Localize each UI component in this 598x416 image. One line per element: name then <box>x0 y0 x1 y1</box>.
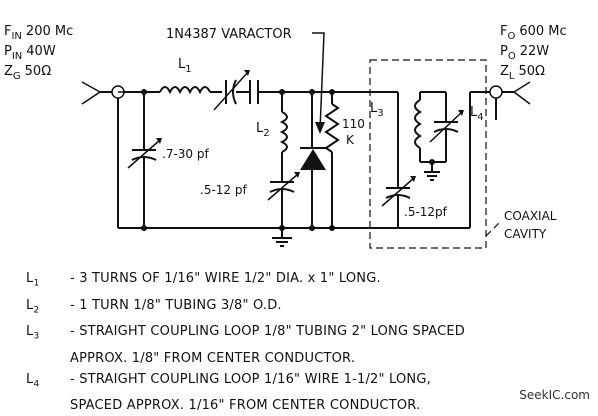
c-l3-label: .5-12pf <box>404 205 448 219</box>
resistor-value: 110 <box>342 117 365 131</box>
resistor-icon <box>324 92 340 228</box>
cavity-label-1: COAXIAL <box>504 209 557 223</box>
cavity-resonator-icon <box>414 91 464 181</box>
note-l1-text: - 3 TURNS OF 1/16" WIRE 1/2" DIA. x 1" L… <box>70 271 381 286</box>
fin-label: F <box>4 24 11 39</box>
note-l4: L4- STRAIGHT COUPLING LOOP 1/16" WIRE 1-… <box>26 369 586 416</box>
shunt-capacitor-input-icon <box>127 92 162 228</box>
svg-text:L3: L3 <box>370 101 384 119</box>
note-l1: L1- 3 TURNS OF 1/16" WIRE 1/2" DIA. x 1"… <box>26 271 381 289</box>
fo-label: F <box>500 24 507 39</box>
l4-label: L <box>470 105 478 120</box>
note-l3: L3- STRAIGHT COUPLING LOOP 1/8" TUBING 2… <box>26 321 586 369</box>
note-l3-cont: APPROX. 1/8" FROM CENTER CONDUCTOR. <box>70 350 356 366</box>
note-l2: L2- 1 TURN 1/8" TUBING 3/8" O.D. <box>26 297 282 316</box>
c-in-label: .7-30 pf <box>162 147 209 161</box>
varactor-leader <box>312 32 325 131</box>
svg-text:L1: L1 <box>178 57 192 75</box>
po-value: 22W <box>520 44 550 59</box>
component-notes: L1- 3 TURNS OF 1/16" WIRE 1/2" DIA. x 1"… <box>26 268 586 416</box>
pin-label: P <box>4 44 12 59</box>
note-l4-text: - STRAIGHT COUPLING LOOP 1/16" WIRE 1-1/… <box>70 371 431 387</box>
note-l3-text: - STRAIGHT COUPLING LOOP 1/8" TUBING 2" … <box>70 324 465 340</box>
output-connector-icon <box>489 81 531 120</box>
l3-label: L <box>370 101 378 116</box>
zg-value: 50Ω <box>25 64 52 79</box>
fo-value: 600 Mc <box>519 24 566 39</box>
c-l2-label: .5-12 pf <box>200 183 247 197</box>
fin-value: 200 Mc <box>26 24 73 39</box>
svg-text:L2: L2 <box>256 121 270 139</box>
fixed-capacitor-icon <box>249 80 259 104</box>
shunt-capacitor-l2-icon <box>267 172 300 228</box>
series-variable-capacitor-icon <box>213 70 250 111</box>
varactor-diode-icon <box>300 92 326 228</box>
cavity-capacitor-icon <box>381 176 416 228</box>
ground-icon <box>272 228 292 247</box>
l1-label: L <box>178 57 186 72</box>
inductor-l1-icon <box>159 86 211 95</box>
watermark: SeekIC.com <box>519 388 590 402</box>
svg-text:L4: L4 <box>470 105 484 123</box>
resistor-unit: K <box>346 133 355 147</box>
zl-value: 50Ω <box>518 64 545 79</box>
pin-value: 40W <box>26 44 56 59</box>
l2-label: L <box>256 121 264 136</box>
coaxial-cavity-box <box>369 59 487 249</box>
note-l2-text: - 1 TURN 1/8" TUBING 3/8" O.D. <box>70 297 282 313</box>
cavity-label-2: CAVITY <box>504 227 547 241</box>
varactor-label: 1N4387 VARACTOR <box>166 27 292 42</box>
po-label: P <box>500 44 508 59</box>
zl-label: Z <box>500 64 509 79</box>
inductor-l2-icon <box>279 92 288 182</box>
zg-label: Z <box>4 64 13 79</box>
